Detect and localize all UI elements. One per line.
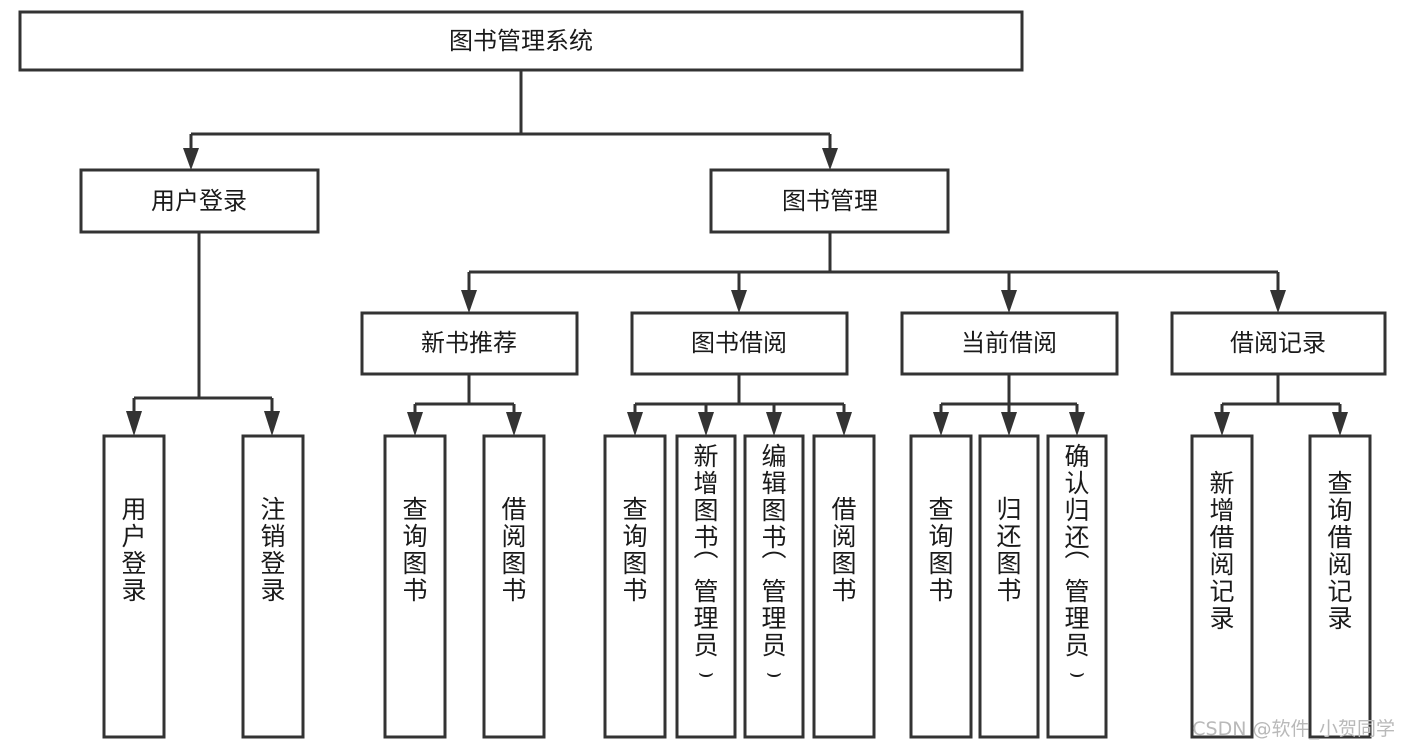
node-leaf-rec-add-box[interactable] bbox=[1190, 434, 1254, 739]
arrow-head-leaf-user-login bbox=[126, 411, 142, 436]
node-book-borrow-label: 图书借阅 bbox=[691, 329, 787, 357]
csdn-watermark: CSDN @软件_小贺同学 bbox=[1192, 718, 1395, 740]
node-current-borrow-box[interactable] bbox=[900, 311, 1119, 376]
arrow-head-leaf-borrow-query bbox=[627, 412, 643, 436]
node-leaf-cur-return-label: 归还图书 bbox=[996, 495, 1021, 605]
node-leaf-rec-query2-label: 查询借阅记录 bbox=[1327, 469, 1352, 633]
node-new-book-rec-box[interactable] bbox=[360, 311, 579, 376]
node-leaf-borrow-query-label: 查询图书 bbox=[622, 495, 647, 605]
node-book-manage-label: 图书管理 bbox=[782, 187, 878, 215]
node-leaf-borrow-add[interactable]: 新增图书⌒管理员⌣ bbox=[675, 434, 737, 739]
node-root-label: 图书管理系统 bbox=[449, 27, 593, 55]
node-book-borrow[interactable]: 图书借阅 bbox=[630, 311, 849, 376]
node-user-login[interactable]: 用户登录 bbox=[79, 168, 320, 234]
node-leaf-user-login[interactable]: 用户登录 bbox=[102, 434, 166, 739]
node-leaf-borrow-query[interactable]: 查询图书 bbox=[603, 434, 667, 739]
node-leaf-cur-return[interactable]: 归还图书 bbox=[978, 434, 1040, 739]
node-leaf-user-login-box[interactable] bbox=[102, 434, 166, 739]
node-leaf-user-logout-label: 注销登录 bbox=[260, 495, 285, 605]
node-root[interactable]: 图书管理系统 bbox=[18, 10, 1024, 72]
arrow-head-leaf-rec-add bbox=[1214, 412, 1230, 436]
node-borrow-record-label: 借阅记录 bbox=[1230, 329, 1326, 357]
arrow-head-borrow-record bbox=[1270, 290, 1286, 313]
arrow-head-leaf-rec-query bbox=[407, 412, 423, 436]
node-book-manage-box[interactable] bbox=[709, 168, 950, 234]
node-book-borrow-box[interactable] bbox=[630, 311, 849, 376]
node-leaf-cur-query-box[interactable] bbox=[909, 434, 973, 739]
arrow-head-leaf-user-logout bbox=[264, 411, 280, 436]
node-leaf-user-logout[interactable]: 注销登录 bbox=[241, 434, 305, 739]
node-leaf-cur-confirm[interactable]: 确认归还⌒管理员⌣ bbox=[1046, 434, 1108, 739]
node-new-book-rec[interactable]: 新书推荐 bbox=[360, 311, 579, 376]
node-user-login-box[interactable] bbox=[79, 168, 320, 234]
node-leaf-cur-confirm-box[interactable] bbox=[1046, 434, 1108, 739]
arrow-head-book-manage bbox=[822, 148, 838, 170]
arrow-head-leaf-borrow-edit bbox=[766, 412, 782, 436]
arrow-head-new-book-rec bbox=[461, 290, 477, 313]
node-leaf-rec-query[interactable]: 查询图书 bbox=[383, 434, 447, 739]
node-leaf-borrow-lend-label: 借阅图书 bbox=[831, 495, 856, 605]
node-leaf-borrow-edit-box[interactable] bbox=[743, 434, 805, 739]
arrow-head-leaf-borrow-add bbox=[698, 412, 714, 436]
node-leaf-cur-return-box[interactable] bbox=[978, 434, 1040, 739]
arrow-head-book-borrow bbox=[731, 290, 747, 313]
arrow-head-leaf-rec-query2 bbox=[1332, 412, 1348, 436]
node-leaf-rec-borrow-label: 借阅图书 bbox=[501, 495, 526, 605]
node-borrow-record-box[interactable] bbox=[1170, 311, 1387, 376]
node-leaf-rec-query-label: 查询图书 bbox=[402, 495, 427, 605]
arrow-head-leaf-rec-borrow bbox=[506, 412, 522, 436]
node-leaf-rec-borrow-box[interactable] bbox=[482, 434, 546, 739]
node-root-box[interactable] bbox=[18, 10, 1024, 72]
arrow-head-leaf-cur-return bbox=[1001, 412, 1017, 436]
arrow-head-leaf-cur-confirm bbox=[1069, 412, 1085, 436]
node-leaf-rec-add-label: 新增借阅记录 bbox=[1209, 469, 1234, 633]
node-leaf-cur-query-label: 查询图书 bbox=[928, 495, 953, 605]
node-leaf-rec-query-box[interactable] bbox=[383, 434, 447, 739]
node-leaf-borrow-add-label: 新增图书⌒管理员⌣ bbox=[693, 442, 718, 687]
connector-layer bbox=[126, 70, 1348, 436]
node-new-book-rec-label: 新书推荐 bbox=[421, 329, 517, 357]
node-leaf-user-logout-box[interactable] bbox=[241, 434, 305, 739]
node-current-borrow[interactable]: 当前借阅 bbox=[900, 311, 1119, 376]
node-leaf-borrow-add-box[interactable] bbox=[675, 434, 737, 739]
node-leaf-rec-query2-box[interactable] bbox=[1308, 434, 1372, 739]
node-leaf-borrow-lend-box[interactable] bbox=[812, 434, 876, 739]
node-leaf-rec-borrow[interactable]: 借阅图书 bbox=[482, 434, 546, 739]
arrow-head-leaf-borrow-lend bbox=[836, 412, 852, 436]
node-leaf-borrow-query-box[interactable] bbox=[603, 434, 667, 739]
arrow-head-leaf-cur-query bbox=[933, 412, 949, 436]
node-leaf-borrow-edit-label: 编辑图书⌒管理员⌣ bbox=[761, 442, 786, 687]
node-leaf-rec-add[interactable]: 新增借阅记录 bbox=[1190, 434, 1254, 739]
node-leaf-borrow-lend[interactable]: 借阅图书 bbox=[812, 434, 876, 739]
node-leaf-user-login-label: 用户登录 bbox=[121, 495, 146, 605]
arrow-head-user-login bbox=[183, 148, 199, 170]
node-user-login-label: 用户登录 bbox=[151, 187, 247, 215]
node-current-borrow-label: 当前借阅 bbox=[961, 329, 1057, 357]
node-borrow-record[interactable]: 借阅记录 bbox=[1170, 311, 1387, 376]
node-book-manage[interactable]: 图书管理 bbox=[709, 168, 950, 234]
node-leaf-cur-query[interactable]: 查询图书 bbox=[909, 434, 973, 739]
node-leaf-borrow-edit[interactable]: 编辑图书⌒管理员⌣ bbox=[743, 434, 805, 739]
arrow-head-current-borrow bbox=[1001, 290, 1017, 313]
node-leaf-cur-confirm-label: 确认归还⌒管理员⌣ bbox=[1064, 442, 1089, 687]
node-leaf-rec-query2[interactable]: 查询借阅记录 bbox=[1308, 434, 1372, 739]
